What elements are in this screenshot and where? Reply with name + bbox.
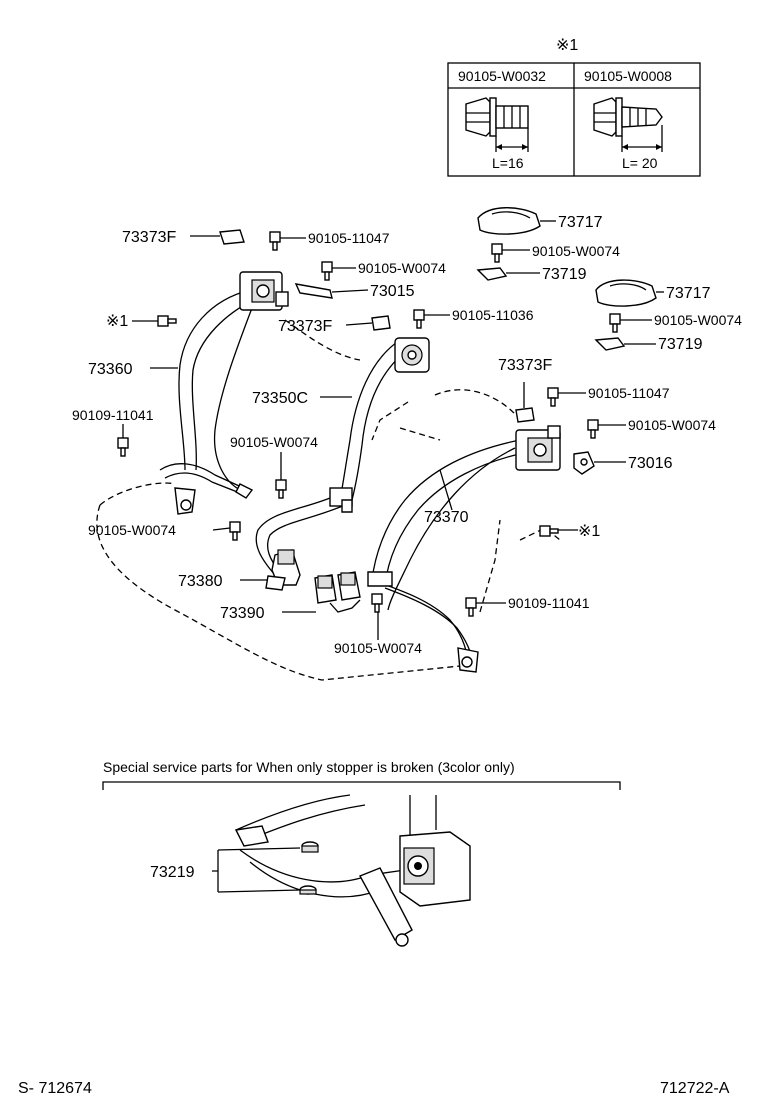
label-73719-b: 73719 xyxy=(658,336,703,353)
label-ref1-a: ※1 xyxy=(106,313,128,330)
bracket-73719-upper-icon xyxy=(476,267,508,281)
retractor-detail-icon xyxy=(399,831,471,907)
label-ref1-b: ※1 xyxy=(578,523,600,540)
retractor-center-icon xyxy=(394,337,430,373)
clip-73373F-a-icon xyxy=(219,229,245,245)
stopper-button-icon xyxy=(301,841,319,853)
spec-length-1: L=16 xyxy=(492,155,524,171)
spec-part-no-2: 90105-W0008 xyxy=(584,68,672,84)
bolt-icon xyxy=(465,597,477,617)
buckle-73380-icon xyxy=(265,549,301,591)
bolt-spec-table: ※1 90105-W0032 90105-W0008 L=16 xyxy=(447,37,701,177)
label-73015: 73015 xyxy=(370,283,415,300)
bolt-w0032-icon xyxy=(465,97,529,152)
label-90105-W0074-a: 90105-W0074 xyxy=(358,260,446,276)
bolt-icon xyxy=(117,437,129,457)
bolt-w0008-icon xyxy=(593,97,663,152)
bolt-icon xyxy=(157,315,177,327)
footer-right-code: 712722-A xyxy=(660,1080,730,1097)
retractor-left-icon xyxy=(239,271,289,311)
cover-73717-lower-icon xyxy=(595,279,657,307)
callout-labels: 73373F 90105-11047 90105-W0074 73015 ※1 … xyxy=(72,214,742,656)
bolt-icon xyxy=(491,243,503,263)
bolt-icon xyxy=(413,309,425,329)
cover-73717-upper-icon xyxy=(477,207,541,235)
bracket-73719-lower-icon xyxy=(594,337,626,351)
bolt-icon xyxy=(371,593,383,613)
label-90105-W0074-d: 90105-W0074 xyxy=(334,640,422,656)
label-73373F-b: 73373F xyxy=(278,318,332,335)
label-90105-W0074-c: 90105-W0074 xyxy=(88,522,176,538)
label-90105-11047-a: 90105-11047 xyxy=(308,230,390,246)
spec-table-marker: ※1 xyxy=(556,37,578,54)
label-90109-11041-a: 90109-11041 xyxy=(72,407,154,423)
label-90105-11036: 90105-11036 xyxy=(452,307,534,323)
bolt-icon xyxy=(539,525,559,537)
bolt-icon xyxy=(547,387,559,407)
label-73390: 73390 xyxy=(220,605,265,622)
bolt-icon xyxy=(609,313,621,333)
label-73370: 73370 xyxy=(424,509,469,526)
label-73360: 73360 xyxy=(88,361,133,378)
label-73380: 73380 xyxy=(178,573,223,590)
stopper-belt-drawing xyxy=(234,794,437,947)
buckle-73390-icon xyxy=(314,571,361,613)
label-73016: 73016 xyxy=(628,455,673,472)
special-section-title: Special service parts for When only stop… xyxy=(103,759,515,775)
spec-part-no-1: 90105-W0032 xyxy=(458,68,546,84)
leader-lines xyxy=(122,220,664,640)
label-73350C: 73350C xyxy=(252,390,308,407)
label-90105-W0074-e: 90105-W0074 xyxy=(532,243,620,259)
label-73373F-a: 73373F xyxy=(122,229,176,246)
label-90105-11047-b: 90105-11047 xyxy=(588,385,670,401)
belt-73350C xyxy=(255,339,411,576)
label-90105-W0074-f: 90105-W0074 xyxy=(654,312,742,328)
bolt-icon xyxy=(321,261,333,281)
label-90105-W0074-g: 90105-W0074 xyxy=(628,417,716,433)
label-90109-11041-b: 90109-11041 xyxy=(508,595,590,611)
bracket-73015-icon xyxy=(294,283,333,299)
clip-73373F-c-icon xyxy=(515,407,535,423)
label-73717-a: 73717 xyxy=(558,214,603,231)
bolt-icon xyxy=(269,231,281,251)
label-73719-a: 73719 xyxy=(542,266,587,283)
bolts-small xyxy=(117,231,621,617)
clip-73373F-b-icon xyxy=(371,315,391,331)
rear-seat-outline xyxy=(96,319,561,681)
bolt-icon xyxy=(229,521,241,541)
stopper-base-icon xyxy=(299,885,317,895)
spec-length-2: L= 20 xyxy=(622,155,658,171)
retractor-right-icon xyxy=(515,425,561,471)
bracket-73016-icon xyxy=(573,451,595,475)
footer-left-code: S- 712674 xyxy=(18,1080,92,1097)
bolt-icon xyxy=(275,479,287,499)
special-service-section: Special service parts for When only stop… xyxy=(102,759,621,947)
belt-73370 xyxy=(367,439,529,673)
bolt-icon xyxy=(587,419,599,439)
label-90105-W0074-b: 90105-W0074 xyxy=(230,434,318,450)
label-73373F-c: 73373F xyxy=(498,357,552,374)
belt-73360 xyxy=(159,289,263,515)
label-73717-b: 73717 xyxy=(666,285,711,302)
label-73219: 73219 xyxy=(150,864,195,881)
